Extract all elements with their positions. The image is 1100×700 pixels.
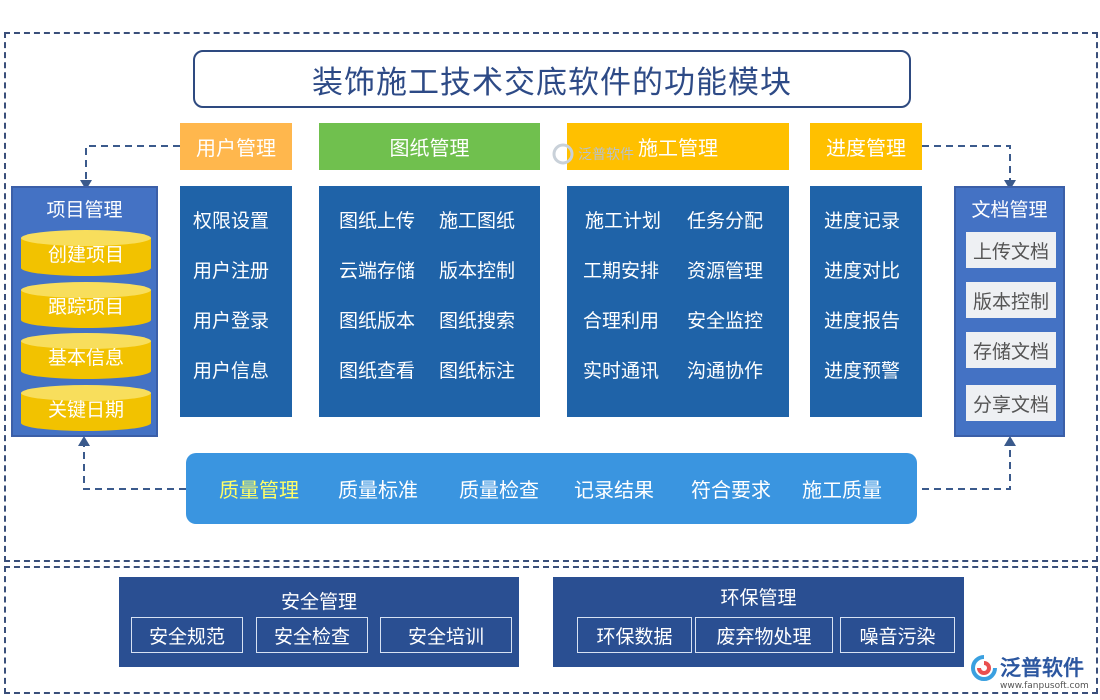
quality-item-compliance: 符合要求 xyxy=(691,478,771,502)
project-item-key-dates: 关键日期 xyxy=(21,385,151,431)
construction-item-schedule: 工期安排 xyxy=(583,260,660,282)
project-management-title: 项目管理 xyxy=(46,199,123,221)
progress-item-report: 进度报告 xyxy=(824,310,901,332)
safety-item-training: 安全培训 xyxy=(380,617,512,653)
environment-management-panel: 环保管理 环保数据 废弃物处理 噪音污染 xyxy=(553,577,964,667)
drawing-item-versions: 图纸版本 xyxy=(339,310,416,332)
project-item-create: 创建项目 xyxy=(21,230,151,276)
document-item-share: 分享文档 xyxy=(966,385,1056,421)
progress-item-compare: 进度对比 xyxy=(824,260,901,282)
drawing-item-cloud-storage: 云端存储 xyxy=(339,260,416,282)
drawing-item-upload: 图纸上传 xyxy=(339,210,416,232)
drawing-item-annotate: 图纸标注 xyxy=(439,360,516,382)
document-item-version-control: 版本控制 xyxy=(966,282,1056,318)
drawing-item-view: 图纸查看 xyxy=(339,360,416,382)
safety-item-inspection: 安全检查 xyxy=(256,617,368,653)
document-item-upload: 上传文档 xyxy=(966,232,1056,268)
safety-item-standards: 安全规范 xyxy=(131,617,243,653)
quality-item-inspection: 质量检查 xyxy=(459,478,539,502)
project-management-panel: 项目管理 创建项目 跟踪项目 基本信息 关键日期 xyxy=(11,186,158,437)
project-item-basic-info: 基本信息 xyxy=(21,333,151,379)
watermark-logo-icon xyxy=(552,143,574,165)
construction-item-task-assign: 任务分配 xyxy=(687,210,764,232)
upper-frame xyxy=(4,32,1098,562)
drawing-management-header: 图纸管理 xyxy=(319,123,540,170)
safety-management-title: 安全管理 xyxy=(280,591,357,613)
quality-management-title: 质量管理 xyxy=(219,478,299,502)
drawing-management-panel: 图纸上传 施工图纸 云端存储 版本控制 图纸版本 图纸搜索 图纸查看 图纸标注 xyxy=(319,186,540,417)
environment-item-waste: 废弃物处理 xyxy=(695,617,833,653)
environment-item-data: 环保数据 xyxy=(577,617,692,653)
construction-item-collaboration: 沟通协作 xyxy=(687,360,764,382)
user-management-panel: 权限设置 用户注册 用户登录 用户信息 xyxy=(180,186,292,417)
cylinder-shape xyxy=(21,385,151,431)
construction-item-safety-monitor: 安全监控 xyxy=(687,310,764,332)
quality-management-bar: 质量管理 质量标准 质量检查 记录结果 符合要求 施工质量 xyxy=(186,453,917,524)
construction-item-plan: 施工计划 xyxy=(585,210,662,232)
brand-logo-text: 泛普软件 xyxy=(1000,655,1084,680)
safety-management-panel: 安全管理 安全规范 安全检查 安全培训 xyxy=(119,577,519,667)
progress-management-panel: 进度记录 进度对比 进度报告 进度预警 xyxy=(810,186,922,417)
construction-item-realtime-comm: 实时通讯 xyxy=(583,360,660,382)
progress-management-header: 进度管理 xyxy=(810,123,922,170)
cylinder-shape xyxy=(21,282,151,328)
lower-frame xyxy=(4,566,1098,694)
cylinder-shape xyxy=(21,333,151,379)
brand-logo: 泛普软件 www.fanpusoft.com xyxy=(970,652,1096,696)
brand-logo-icon xyxy=(971,655,997,681)
quality-item-standards: 质量标准 xyxy=(338,478,418,502)
quality-item-construction-quality: 施工质量 xyxy=(802,478,882,502)
construction-item-utilization: 合理利用 xyxy=(583,310,660,332)
user-item-info: 用户信息 xyxy=(193,360,270,382)
drawing-item-version-control: 版本控制 xyxy=(439,260,516,282)
watermark-text: 泛普软件 xyxy=(578,147,634,163)
user-item-login: 用户登录 xyxy=(193,310,270,332)
page-title: 装饰施工技术交底软件的功能模块 xyxy=(193,50,911,108)
environment-management-title: 环保管理 xyxy=(720,587,797,609)
document-item-store: 存储文档 xyxy=(966,332,1056,368)
document-management-panel: 文档管理 上传文档 版本控制 存储文档 分享文档 xyxy=(954,186,1065,437)
construction-management-panel: 施工计划 任务分配 工期安排 资源管理 合理利用 安全监控 实时通讯 沟通协作 xyxy=(567,186,789,417)
project-item-track: 跟踪项目 xyxy=(21,282,151,328)
progress-item-warning: 进度预警 xyxy=(824,360,901,382)
progress-item-record: 进度记录 xyxy=(824,210,901,232)
user-item-register: 用户注册 xyxy=(193,260,270,282)
watermark: 泛普软件 xyxy=(552,143,634,165)
quality-item-record-results: 记录结果 xyxy=(574,478,654,502)
drawing-item-search: 图纸搜索 xyxy=(439,310,516,332)
cylinder-shape xyxy=(21,230,151,276)
user-item-permissions: 权限设置 xyxy=(193,210,270,232)
environment-item-noise: 噪音污染 xyxy=(840,617,955,653)
construction-management-header: 施工管理 xyxy=(567,123,789,170)
user-management-header: 用户管理 xyxy=(180,123,292,170)
construction-item-resources: 资源管理 xyxy=(687,260,764,282)
brand-logo-url: www.fanpusoft.com xyxy=(1000,681,1089,691)
document-management-title: 文档管理 xyxy=(971,199,1048,221)
drawing-item-construction-drawings: 施工图纸 xyxy=(439,210,516,232)
